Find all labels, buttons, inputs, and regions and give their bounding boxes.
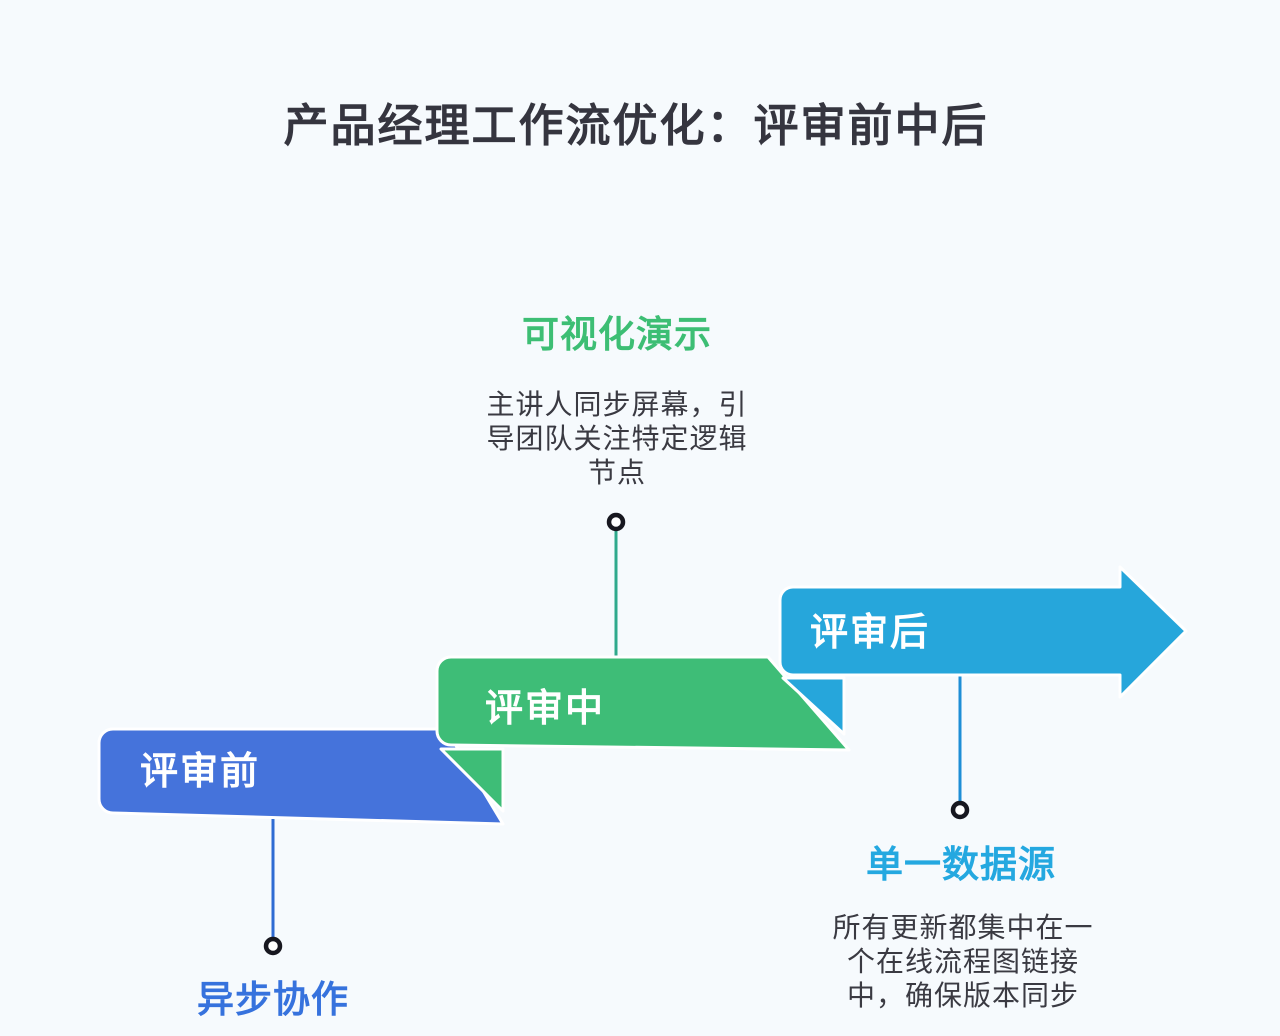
connector-visual-node (606, 512, 626, 532)
page-title: 产品经理工作流优化：评审前中后 (283, 100, 988, 151)
ribbon-post-fold (781, 676, 846, 736)
ribbon-mid-fold (439, 747, 505, 813)
annotation-async-heading: 异步协作 (197, 979, 349, 1020)
annotation-visual-text-line-1: 主讲人同步屏幕，引 (486, 389, 747, 420)
connector-single-source-node (950, 800, 970, 820)
connector-async-node (263, 936, 283, 956)
annotation-single-source-text-line-3: 中，确保版本同步 (847, 980, 1079, 1011)
annotation-visual-text-line-2: 导团队关注特定逻辑 (486, 423, 747, 454)
ribbon-mid-review (435, 655, 851, 752)
annotation-visual-heading: 可视化演示 (522, 314, 712, 355)
ribbon-mid-label: 评审中 (485, 688, 605, 730)
annotation-visual-text-line-3: 节点 (588, 457, 646, 488)
ribbon-post-label: 评审后 (810, 612, 930, 654)
ribbon-pre-review (97, 727, 505, 826)
annotation-single-source-text-line-2: 个在线流程图链接 (847, 946, 1079, 977)
ribbon-post-review-arrow (778, 565, 1188, 699)
annotation-single-source-heading: 单一数据源 (866, 844, 1056, 885)
annotation-single-source-text-line-1: 所有更新都集中在一 (832, 912, 1093, 943)
ribbon-pre-label: 评审前 (140, 751, 260, 793)
